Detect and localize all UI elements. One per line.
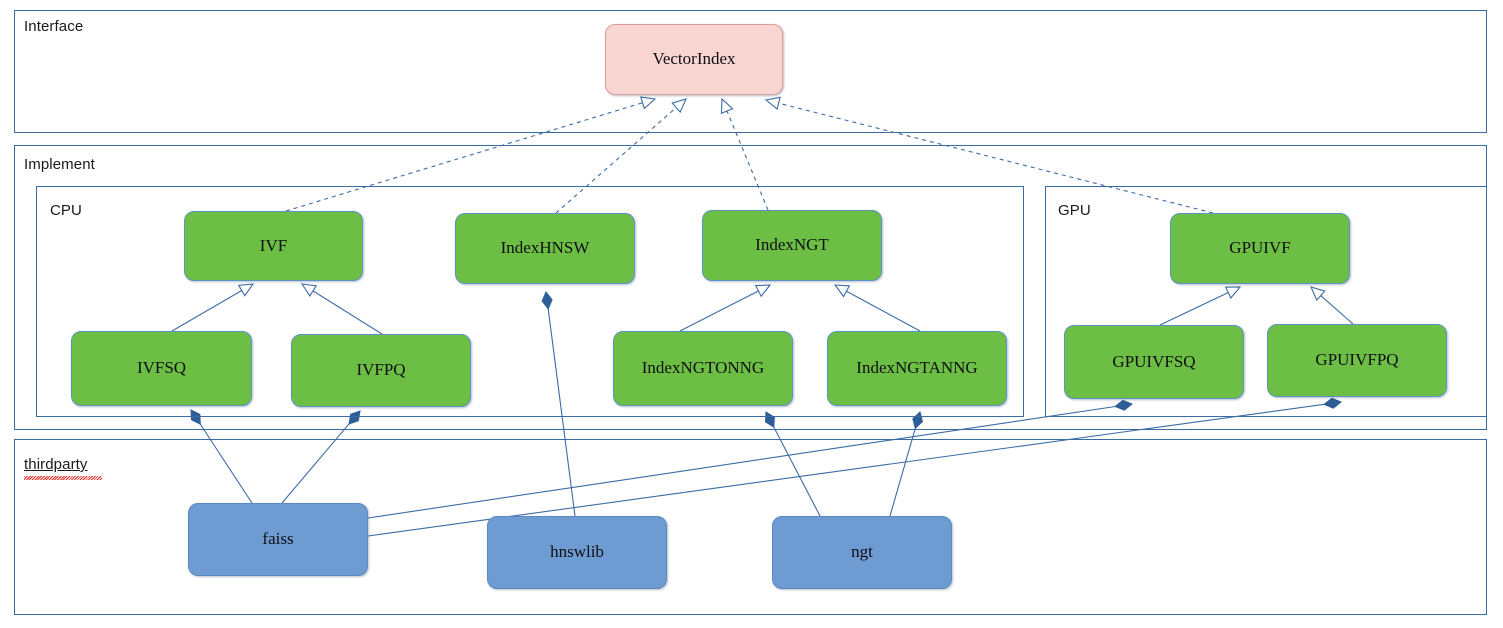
gpu-package <box>1045 186 1487 417</box>
node-faiss-label: faiss <box>262 529 294 549</box>
node-gpuivfsq-label: GPUIVFSQ <box>1112 351 1196 371</box>
node-ngt[interactable]: ngt <box>772 516 952 589</box>
cpu-package <box>36 186 1024 417</box>
node-indexngtonng[interactable]: IndexNGTONNG <box>613 331 793 406</box>
node-ivfpq[interactable]: IVFPQ <box>291 334 471 407</box>
node-indexngt-label: IndexNGT <box>755 235 829 255</box>
node-gpuivfpq-label: GPUIVFPQ <box>1315 350 1399 370</box>
cpu-package-label: CPU <box>50 202 82 219</box>
node-ivf[interactable]: IVF <box>184 211 363 281</box>
node-faiss[interactable]: faiss <box>188 503 368 576</box>
node-vectorindex[interactable]: VectorIndex <box>605 24 783 95</box>
node-ivfsq[interactable]: IVFSQ <box>71 331 252 406</box>
node-indexngtonng-label: IndexNGTONNG <box>641 358 765 378</box>
gpu-package-label: GPU <box>1058 202 1091 219</box>
spellcheck-underline <box>24 476 102 480</box>
node-hnswlib[interactable]: hnswlib <box>487 516 667 589</box>
node-ngt-label: ngt <box>851 542 873 562</box>
thirdparty-package-label: thirdparty <box>24 456 88 473</box>
node-ivf-label: IVF <box>259 235 288 255</box>
node-indexhnsw-label: IndexHNSW <box>500 238 590 258</box>
thirdparty-package <box>14 439 1487 615</box>
node-gpuivf[interactable]: GPUIVF <box>1170 213 1350 284</box>
node-indexhnsw[interactable]: IndexHNSW <box>455 213 635 284</box>
node-ivfsq-label: IVFSQ <box>136 358 187 378</box>
implement-package-label: Implement <box>24 156 95 173</box>
node-gpuivfpq[interactable]: GPUIVFPQ <box>1267 324 1447 397</box>
node-gpuivf-label: GPUIVF <box>1229 238 1291 258</box>
node-ivfpq-label: IVFPQ <box>356 360 406 380</box>
interface-package-label: Interface <box>24 18 84 35</box>
node-gpuivfsq[interactable]: GPUIVFSQ <box>1064 325 1244 399</box>
node-indexngtanng-label: IndexNGTANNG <box>856 358 978 378</box>
node-vectorindex-label: VectorIndex <box>652 49 736 69</box>
interface-package <box>14 10 1487 133</box>
node-indexngt[interactable]: IndexNGT <box>702 210 882 281</box>
node-hnswlib-label: hnswlib <box>550 542 604 562</box>
node-indexngtanng[interactable]: IndexNGTANNG <box>827 331 1007 406</box>
